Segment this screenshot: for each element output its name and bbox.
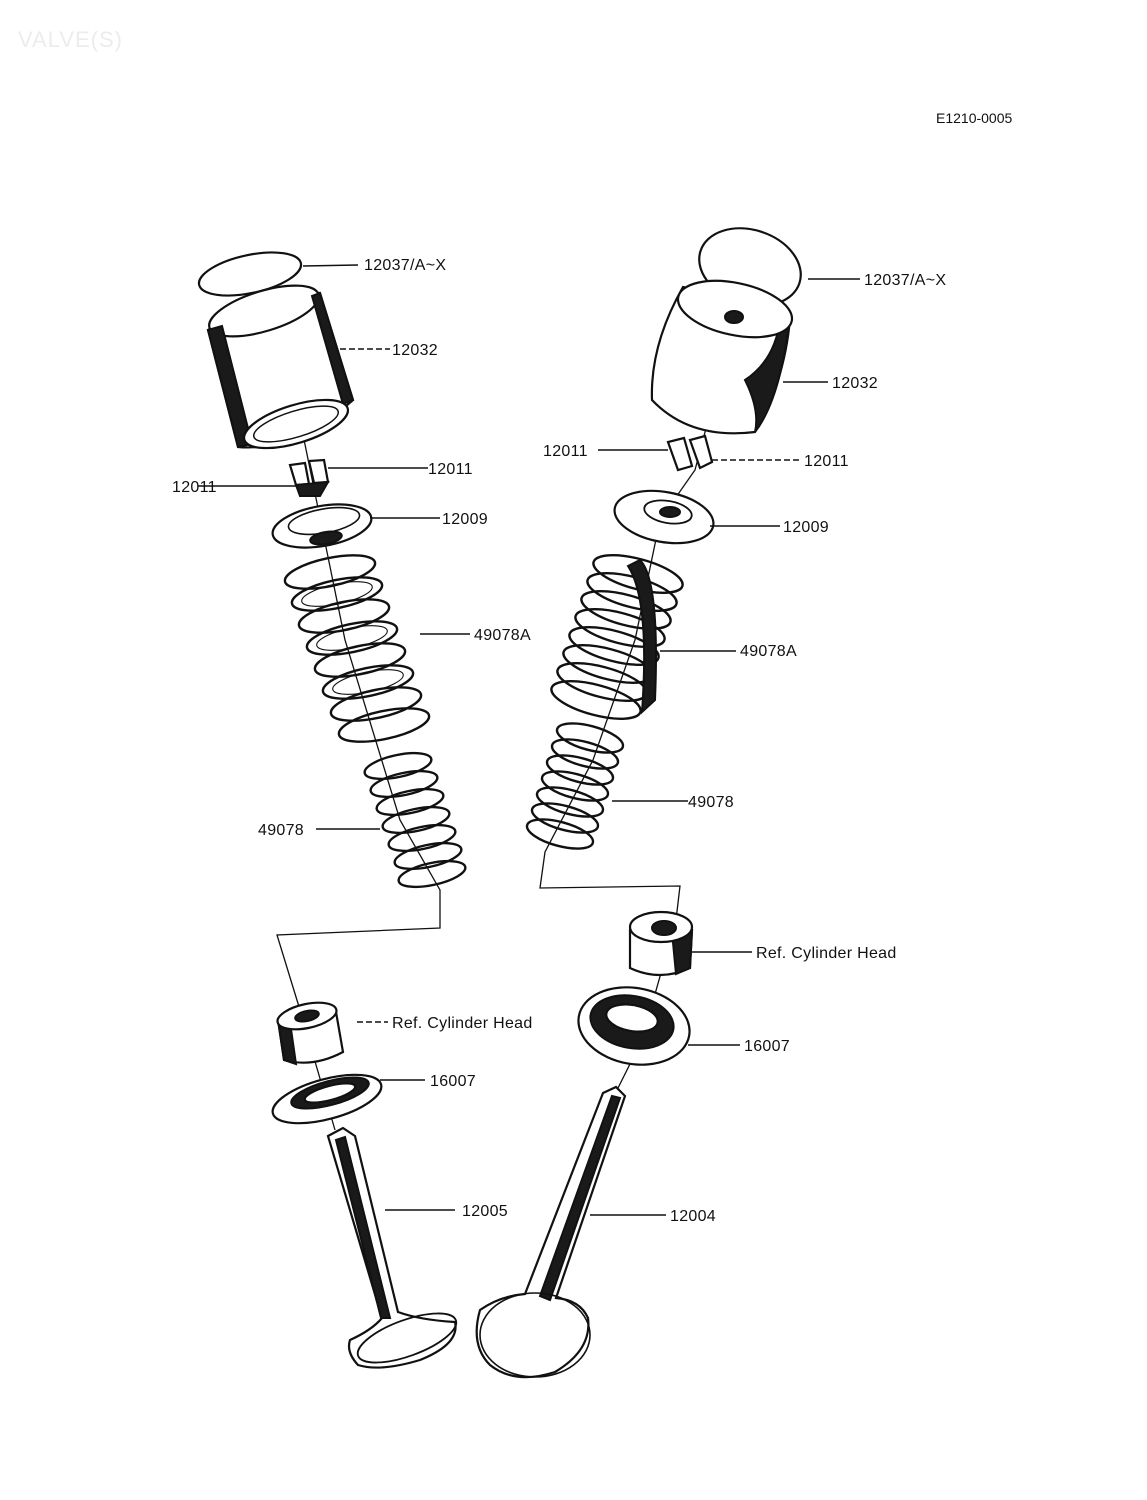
left-valve-seat (271, 1073, 425, 1125)
page-watermark: VALVE(S) (18, 27, 123, 52)
left-valve-assembly (197, 251, 470, 1369)
callout-right-retainer: 12009 (783, 519, 829, 536)
callout-left-keeper-left: 12011 (172, 479, 217, 496)
callout-right-keeper-right: 12011 (804, 453, 849, 470)
callout-left-seat: 16007 (430, 1073, 476, 1090)
callout-right-seat: 16007 (744, 1038, 790, 1055)
right-retainer (613, 489, 780, 545)
left-valve-guide (276, 1001, 388, 1066)
right-tappet (650, 279, 828, 435)
right-outer-spring (550, 554, 736, 720)
right-valve-assembly (475, 227, 860, 1379)
left-outer-spring (283, 554, 470, 743)
right-valve (475, 1085, 666, 1379)
callout-right-outer-spring: 49078A (740, 643, 797, 660)
callout-left-keeper-right: 12011 (428, 461, 473, 478)
right-keepers (598, 434, 800, 472)
right-valve-guide (628, 910, 752, 977)
callout-right-valve: 12004 (670, 1208, 716, 1225)
left-inner-spring (316, 751, 467, 889)
left-callouts: 12037/A~X 12032 12011 12011 12009 49078A… (172, 257, 533, 1220)
left-keepers (198, 458, 428, 497)
callout-right-tappet: 12032 (832, 375, 878, 392)
left-valve (326, 1126, 458, 1369)
right-valve-seat (577, 986, 740, 1066)
callout-left-outer-spring: 49078A (474, 627, 531, 644)
callout-right-shim: 12037/A~X (864, 272, 946, 289)
left-tappet (206, 284, 390, 450)
left-retainer (271, 503, 440, 549)
callout-left-shim: 12037/A~X (364, 257, 446, 274)
right-callouts: 12037/A~X 12032 12011 12011 12009 49078A… (543, 272, 946, 1225)
right-inner-spring (525, 722, 688, 850)
callout-left-inner-spring: 49078 (258, 822, 304, 839)
callout-right-cylinder-head-ref: Ref. Cylinder Head (756, 945, 897, 962)
callout-left-cylinder-head-ref: Ref. Cylinder Head (392, 1015, 533, 1032)
figure-code: E1210-0005 (936, 110, 1013, 126)
callout-right-inner-spring: 49078 (688, 794, 734, 811)
callout-left-valve: 12005 (462, 1203, 508, 1220)
callout-left-retainer: 12009 (442, 511, 488, 528)
callout-left-tappet: 12032 (392, 342, 438, 359)
callout-right-keeper-left: 12011 (543, 443, 588, 460)
